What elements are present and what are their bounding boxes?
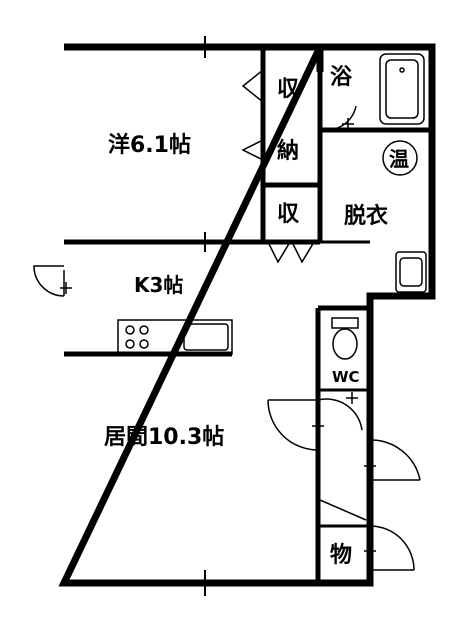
interior-walls <box>64 47 432 583</box>
wash-basin <box>395 251 427 293</box>
room-label-western: 洋6.1帖 <box>108 132 191 158</box>
door-handles <box>60 118 376 557</box>
outer-walls <box>58 43 436 587</box>
closet-label-1: 収 <box>277 77 300 102</box>
room-label-dressing: 脱衣 <box>344 203 388 229</box>
room-label-bath: 浴 <box>330 65 353 90</box>
room-label-toilet: WC <box>332 368 360 386</box>
closet-doors <box>241 69 315 264</box>
room-label-kitchen: K3帖 <box>134 273 183 297</box>
kitchen-counter <box>117 319 233 355</box>
room-label-storage: 物 <box>330 542 352 568</box>
room-label-living: 居間10.3帖 <box>104 425 224 450</box>
closet-label-small: 収 <box>277 202 300 227</box>
water-heater-icon <box>382 140 418 176</box>
toilet <box>331 317 359 360</box>
water-heater-label: 温 <box>389 147 409 171</box>
bathtub <box>379 53 425 125</box>
door-swings <box>33 105 421 571</box>
closet-label-2: 納 <box>277 138 299 164</box>
